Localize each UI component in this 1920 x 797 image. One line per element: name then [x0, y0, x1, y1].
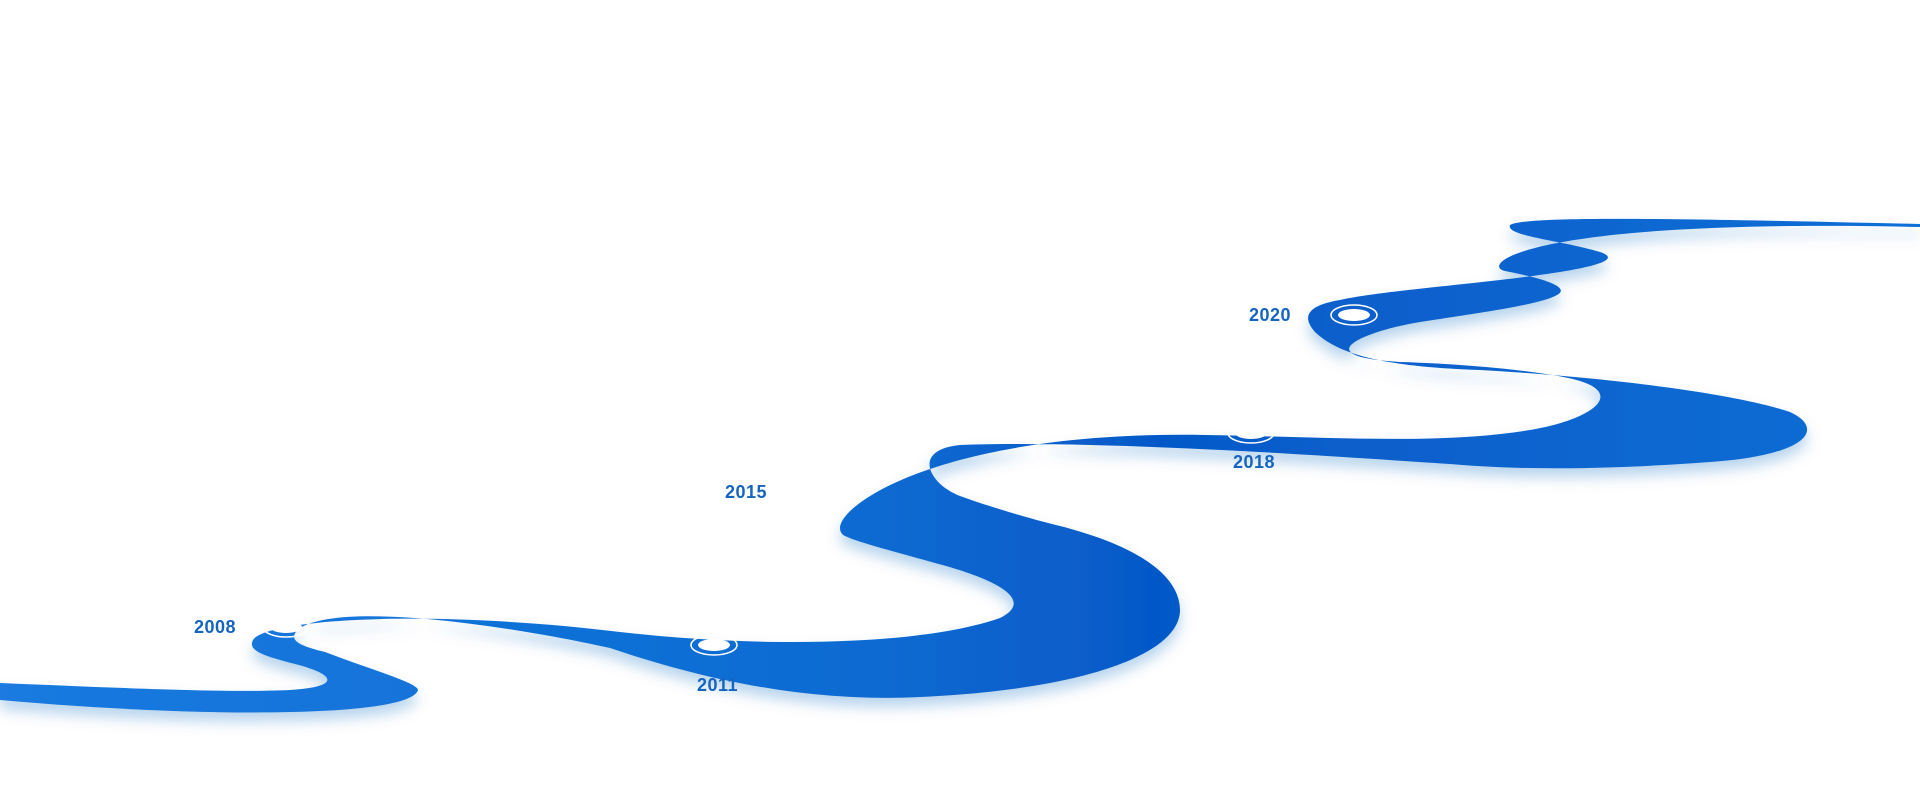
milestone-marker-2018[interactable]	[1227, 422, 1275, 444]
marker-dot	[1235, 427, 1267, 439]
marker-dot	[270, 621, 302, 633]
marker-ring	[690, 634, 738, 656]
milestone-markers	[262, 304, 1378, 656]
year-label-2015: 2015	[725, 482, 768, 502]
marker-dot	[823, 487, 855, 499]
year-label-2011: 2011	[697, 675, 739, 695]
marker-dot	[1338, 309, 1370, 321]
milestone-marker-2020[interactable]	[1330, 304, 1378, 326]
milestone-marker-2011[interactable]	[690, 634, 738, 656]
year-label-2020: 2020	[1249, 305, 1292, 325]
marker-ring	[815, 482, 863, 504]
marker-dot	[698, 639, 730, 651]
marker-ring	[262, 616, 310, 638]
marker-ring	[1330, 304, 1378, 326]
milestone-marker-2015[interactable]	[815, 482, 863, 504]
milestone-marker-2008[interactable]	[262, 616, 310, 638]
marker-ring	[1227, 422, 1275, 444]
year-label-2008: 2008	[194, 617, 237, 637]
year-label-2018: 2018	[1233, 452, 1276, 472]
river-body	[0, 218, 1920, 713]
